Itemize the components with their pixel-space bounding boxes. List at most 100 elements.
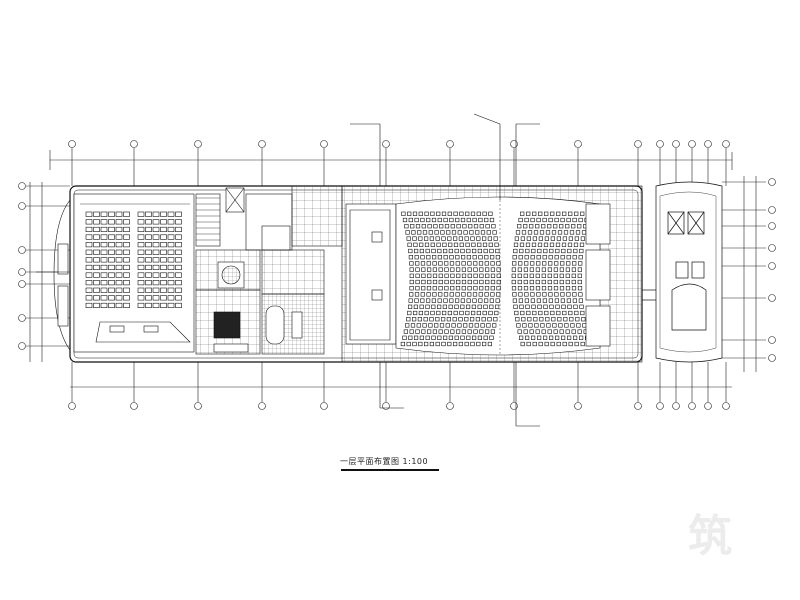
seat [563, 230, 569, 235]
seat [577, 224, 582, 229]
seat [520, 211, 525, 216]
seat [494, 242, 499, 247]
seat [535, 279, 540, 285]
seat [85, 257, 93, 263]
seat [493, 236, 498, 241]
seat [160, 249, 167, 255]
seat [100, 295, 108, 301]
seat [458, 341, 464, 347]
seat [432, 261, 437, 266]
seat [100, 302, 108, 309]
seat [437, 248, 442, 254]
seat [477, 242, 482, 247]
seat [535, 286, 541, 291]
seat [424, 310, 429, 316]
seat [560, 335, 566, 340]
seat [423, 317, 428, 322]
seat [468, 323, 474, 328]
seat [529, 329, 534, 334]
seat [550, 211, 555, 216]
seat [422, 230, 428, 235]
seat [467, 261, 472, 266]
seat [430, 211, 435, 216]
seat [167, 226, 175, 232]
seat [559, 267, 564, 272]
seat [470, 211, 476, 216]
seat [578, 335, 584, 340]
seat [578, 255, 583, 260]
seat [427, 273, 432, 278]
seat [551, 317, 556, 322]
seat [541, 279, 546, 285]
axis-bubble [672, 140, 680, 148]
axis-bubble [704, 402, 712, 410]
seat [100, 280, 108, 286]
seat [477, 248, 483, 254]
seat [489, 248, 494, 254]
seat [440, 230, 445, 235]
seat [520, 236, 525, 241]
seat [450, 267, 455, 272]
seat [551, 230, 557, 235]
seat [422, 323, 427, 328]
seat [526, 211, 531, 216]
seat [466, 335, 471, 340]
seat [461, 261, 466, 266]
seat [556, 236, 561, 241]
seat [524, 292, 529, 297]
seat [447, 310, 453, 316]
seat [409, 292, 414, 297]
seat [450, 329, 455, 334]
seat [461, 292, 466, 297]
seat [562, 341, 567, 347]
seat [93, 242, 100, 248]
seat [535, 267, 540, 272]
seat [480, 323, 485, 328]
seat [520, 310, 525, 316]
seat [478, 292, 483, 297]
seat [541, 329, 546, 334]
seat [552, 323, 557, 328]
seat [408, 298, 413, 303]
seat [532, 341, 537, 347]
seat [556, 310, 561, 316]
seat [452, 236, 458, 241]
seat [473, 286, 478, 291]
seat [412, 211, 418, 216]
seat [415, 261, 420, 266]
seat [572, 298, 577, 303]
seat [425, 248, 430, 254]
seat [530, 335, 536, 340]
seat [535, 273, 540, 278]
seat [453, 242, 459, 247]
seat [449, 255, 454, 260]
seat [85, 219, 93, 225]
seat [409, 261, 414, 266]
seat [544, 310, 549, 316]
seat [484, 217, 489, 223]
seat [470, 310, 476, 316]
seat [511, 279, 516, 285]
seat [428, 230, 433, 235]
seat [137, 264, 145, 271]
seat [526, 236, 531, 241]
seat [439, 323, 445, 328]
seat [554, 261, 559, 266]
seat [544, 211, 549, 216]
seat [532, 211, 537, 216]
seat [415, 279, 420, 285]
seat [100, 272, 108, 278]
seat [575, 230, 581, 235]
seat [483, 248, 488, 254]
seat [545, 230, 551, 235]
seat [466, 255, 472, 260]
seat [527, 230, 533, 235]
seat [145, 287, 152, 293]
seat [123, 280, 130, 286]
seat [535, 224, 540, 229]
seat [521, 230, 527, 235]
seat [438, 267, 443, 272]
seat [137, 287, 145, 293]
seat [566, 261, 571, 266]
seat [413, 248, 419, 254]
